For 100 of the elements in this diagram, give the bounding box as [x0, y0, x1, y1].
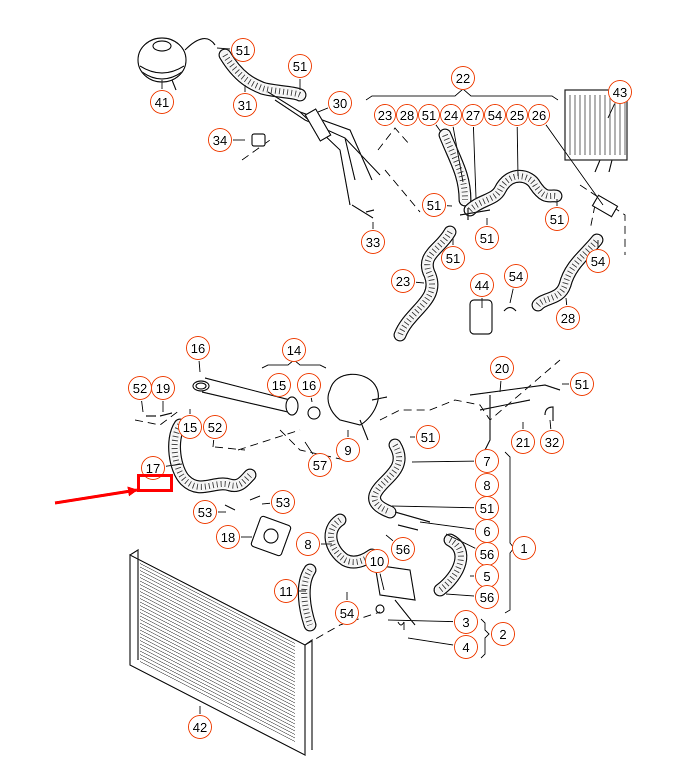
callout-number: 5: [475, 564, 499, 588]
callout-number: 1: [512, 536, 536, 560]
leader-line: [446, 594, 475, 597]
callout-number: 23: [391, 269, 415, 293]
callout-number: 51: [545, 207, 569, 231]
callout-number: 51: [231, 38, 255, 62]
callout-number: 44: [470, 273, 494, 297]
callout-number: 4: [454, 635, 478, 659]
callout-number: 53: [193, 500, 217, 524]
callout-number: 19: [151, 376, 175, 400]
callout-number: 34: [208, 128, 232, 152]
leader-line: [472, 126, 476, 198]
callout-number: 20: [490, 356, 514, 380]
leader-line: [298, 590, 306, 592]
leader-line: [500, 380, 502, 392]
callout-number: 43: [608, 80, 632, 104]
leader-line: [262, 502, 271, 504]
leader-line: [550, 420, 552, 430]
callout-number: 51: [475, 496, 499, 520]
callout-number: 41: [150, 90, 174, 114]
leader-line: [162, 400, 164, 412]
callout-number: 16: [186, 336, 210, 360]
callout-number: 23: [374, 104, 396, 126]
callout-number: 22: [451, 66, 475, 90]
callout-number: 52: [203, 415, 227, 439]
callout-number: 3: [454, 610, 478, 634]
leader-line: [556, 198, 558, 206]
leader-line: [566, 298, 568, 306]
leader-line: [446, 205, 452, 206]
callout-number: 56: [391, 537, 415, 561]
leader-line: [216, 48, 231, 50]
callout-number: 42: [188, 715, 212, 739]
leader-line: [244, 84, 246, 92]
callout-number: 11: [274, 579, 298, 603]
highlight-box: [137, 474, 173, 492]
callout-number: 24: [440, 104, 462, 126]
callout-number: 15: [267, 373, 291, 397]
leader-line: [141, 400, 144, 412]
leader-line: [386, 534, 394, 542]
callout-number: 51: [441, 246, 465, 270]
leader-line: [452, 126, 464, 182]
callout-number: 8: [475, 473, 499, 497]
callout-number: 51: [288, 54, 312, 78]
callout-number: 54: [484, 104, 506, 126]
leader-line: [212, 439, 214, 448]
callout-number: 54: [586, 249, 610, 273]
leader-line: [304, 442, 314, 455]
callout-number: 53: [271, 490, 295, 514]
callout-number: 56: [475, 585, 499, 609]
callout-number: 28: [396, 104, 418, 126]
leader-line: [415, 282, 424, 284]
callout-number: 28: [556, 306, 580, 330]
leader-line: [392, 506, 474, 508]
leader-line: [435, 124, 442, 132]
leader-line: [388, 620, 454, 622]
leader-line: [545, 124, 604, 206]
callout-number: 54: [335, 601, 359, 625]
leader-line: [310, 397, 312, 402]
leader-line: [420, 522, 475, 530]
callout-number: 52: [128, 376, 152, 400]
callout-number: 26: [528, 104, 550, 126]
callout-number: 30: [328, 91, 352, 115]
leader-line: [240, 536, 252, 538]
leader-line: [380, 573, 384, 590]
callout-number: 16: [297, 373, 321, 397]
callout-number: 18: [216, 525, 240, 549]
callout-number: 31: [233, 93, 257, 117]
callout-number: 51: [475, 226, 499, 250]
callout-number: 33: [361, 230, 385, 254]
callout-number: 27: [462, 104, 484, 126]
leader-line: [486, 218, 488, 226]
leader-line: [346, 592, 348, 600]
leader-line: [446, 534, 476, 549]
callout-number: 54: [504, 264, 528, 288]
leader-line: [522, 422, 524, 430]
callout-number: 51: [570, 372, 594, 396]
leader-line: [410, 436, 416, 438]
callout-number: 7: [475, 449, 499, 473]
callout-number: 2: [491, 622, 515, 646]
callout-number: 56: [475, 542, 499, 566]
leader-line: [510, 288, 514, 304]
leader-line: [165, 464, 182, 467]
arrow: [54, 486, 138, 504]
callout-number: 51: [416, 425, 440, 449]
leader-line: [412, 460, 474, 462]
callout-number: 51: [418, 104, 440, 126]
leader-line: [372, 222, 374, 230]
leader-line: [408, 638, 454, 646]
callout-number: 15: [178, 415, 202, 439]
callout-number: 14: [282, 338, 306, 362]
callout-number: 9: [336, 438, 360, 462]
leader-line: [452, 238, 454, 246]
callout-number: 8: [296, 532, 320, 556]
callout-number: 57: [308, 453, 332, 477]
leader-line: [516, 126, 518, 176]
callout-number: 32: [540, 430, 564, 454]
callout-number: 10: [365, 549, 389, 573]
callout-number: 25: [506, 104, 528, 126]
leader-line: [608, 103, 616, 118]
leader-line: [318, 107, 328, 112]
